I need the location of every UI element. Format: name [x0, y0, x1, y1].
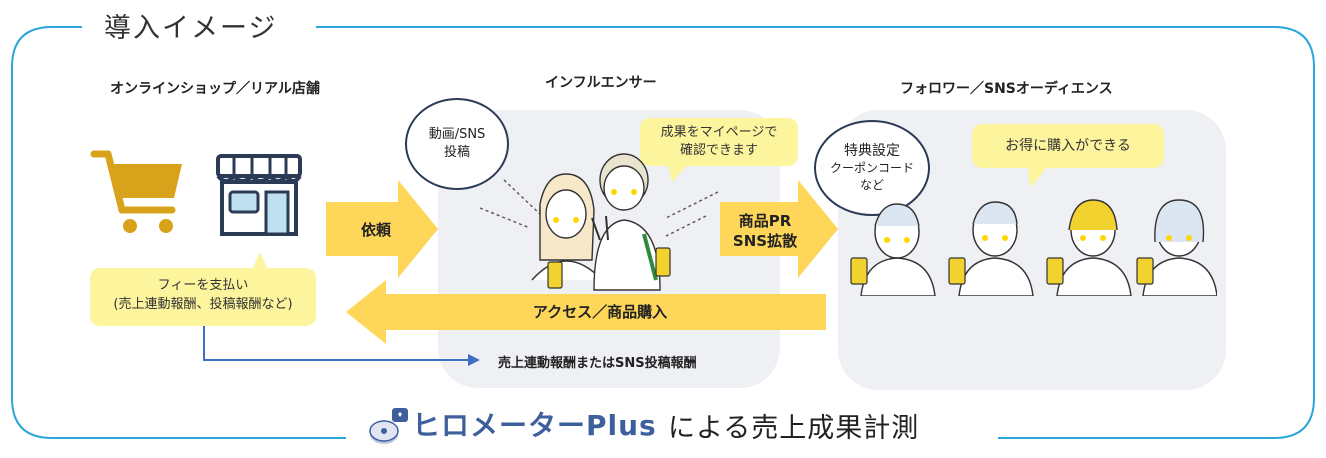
results-line1: 成果をマイページで — [660, 125, 778, 140]
followers-heading: フォロワー／SNSオーディエンス — [900, 81, 1113, 97]
request-arrow-label: 依頼 — [360, 221, 391, 239]
product-pr-line1: 商品PR — [738, 212, 792, 230]
reward-flow-arrow — [203, 326, 480, 366]
video-line1: 動画/SNS — [428, 127, 486, 142]
footer-caption: による売上成果計測 — [668, 413, 920, 444]
follower-4 — [1136, 199, 1217, 296]
perks-line2: クーポンコード — [829, 160, 914, 175]
video-post-bubble: 動画/SNS 投稿 — [405, 98, 509, 190]
product-pr-label: 商品PR SNS拡散 — [726, 211, 804, 251]
hirometer-logo-icon — [369, 408, 408, 444]
purchase-bubble-tail — [1028, 166, 1048, 188]
fee-payment-bubble: フィーを支払い (売上連動報酬、投稿報酬など) — [90, 268, 316, 326]
shop-heading: オンラインショップ／リアル店舗 — [110, 81, 320, 97]
results-mypage-bubble: 成果をマイページで 確認できます — [640, 118, 798, 166]
page-title: 導入イメージ — [104, 13, 278, 44]
results-bubble-tail — [668, 164, 688, 182]
request-arrow — [326, 180, 438, 278]
product-pr-line2: SNS拡散 — [732, 232, 798, 250]
store-icon — [216, 154, 302, 236]
access-purchase-label: アクセス／商品購入 — [532, 303, 668, 321]
fee-line2: (売上連動報酬、投稿報酬など) — [113, 297, 293, 312]
follower-2 — [948, 201, 1034, 296]
perks-line1: 特典設定 — [844, 142, 900, 159]
reward-note: 売上連動報酬またはSNS投稿報酬 — [498, 356, 697, 371]
perks-line3: など — [859, 177, 884, 192]
fee-line1: フィーを支払い — [157, 278, 249, 293]
video-line2: 投稿 — [443, 145, 470, 160]
product-pr-arrow — [720, 180, 838, 278]
purchase-bubble: お得に購入ができる — [972, 124, 1164, 168]
follower-1 — [850, 203, 936, 296]
follower-3 — [1046, 199, 1132, 296]
results-line2: 確認できます — [679, 143, 758, 158]
brand-name: ヒロメーターPlus — [412, 409, 657, 442]
influencer-heading: インフルエンサー — [545, 75, 657, 91]
shopping-cart-icon — [90, 150, 182, 233]
access-purchase-arrow — [346, 280, 826, 344]
followers-illustration — [850, 199, 1217, 296]
influencers-illustration — [479, 153, 719, 291]
fee-bubble-tail — [252, 252, 268, 270]
perks-bubble: 特典設定 クーポンコード など — [814, 120, 930, 216]
